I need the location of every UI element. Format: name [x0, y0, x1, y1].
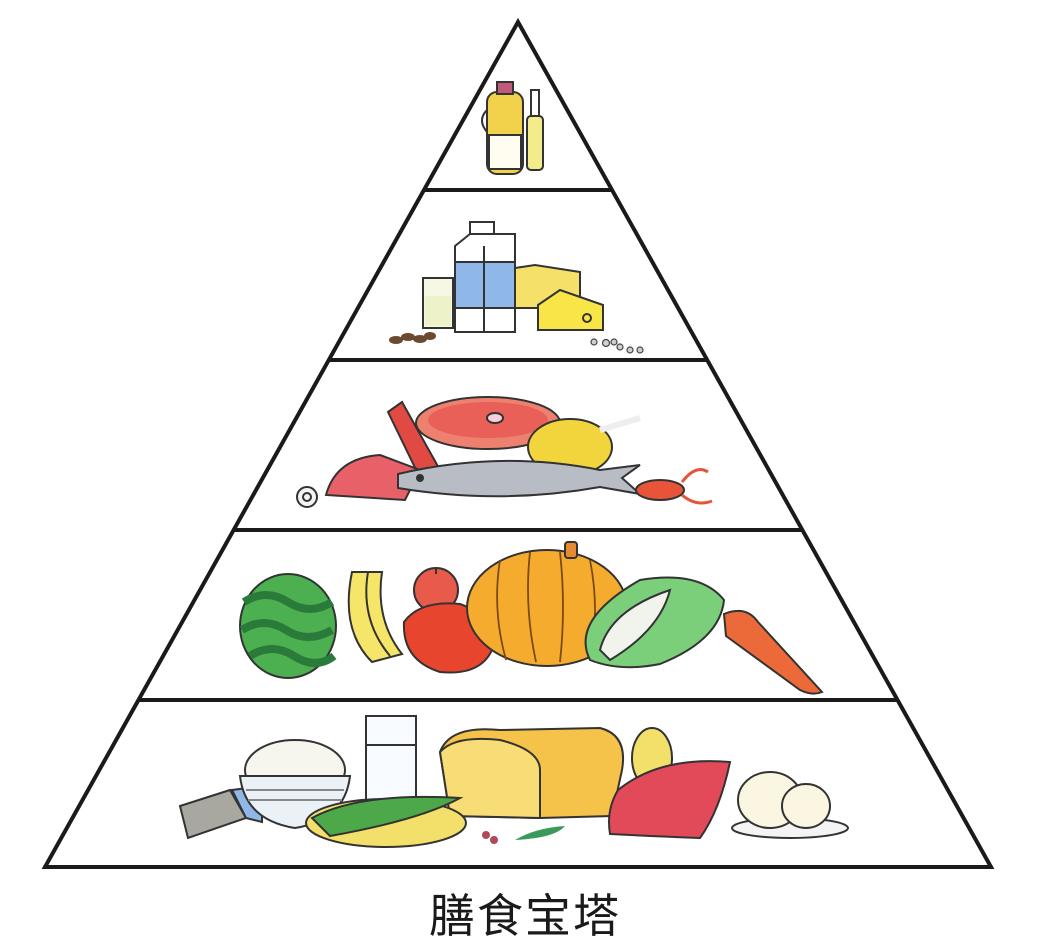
bananas-icon [347, 571, 404, 664]
nuts-icon [389, 332, 436, 344]
noodles-icon [178, 784, 263, 840]
sweet-potato-icon [608, 760, 732, 840]
carrot-icon [722, 609, 824, 695]
watermelon-icon [239, 573, 337, 679]
oil-jug-icon [481, 81, 524, 175]
pyramid-title: 膳食宝塔 [429, 889, 621, 943]
tier-meat [296, 396, 713, 508]
steak-icon [415, 396, 561, 450]
milk-carton-icon [454, 221, 516, 333]
tier-grains [178, 715, 849, 848]
crayfish-icon [635, 468, 713, 505]
steamed-buns-icon [731, 771, 849, 839]
tier-fruits-vegetables [239, 541, 824, 695]
greens-icon [515, 826, 565, 840]
beans-small-icon [482, 831, 498, 844]
beans-icon [590, 338, 644, 354]
cheese-wedge-icon [537, 288, 604, 331]
mushroom-icon [296, 486, 318, 508]
bread-loaf-icon [438, 726, 624, 820]
tier-dairy [389, 221, 644, 354]
chinese-cabbage-icon [584, 576, 726, 669]
corn-icon [305, 795, 467, 848]
glass-of-milk-icon [422, 277, 454, 329]
oil-bottle-icon [526, 89, 544, 171]
fish-icon [397, 459, 644, 498]
glass-of-water-icon [365, 715, 417, 807]
ham-icon [324, 453, 422, 502]
tier-oils [481, 81, 544, 175]
